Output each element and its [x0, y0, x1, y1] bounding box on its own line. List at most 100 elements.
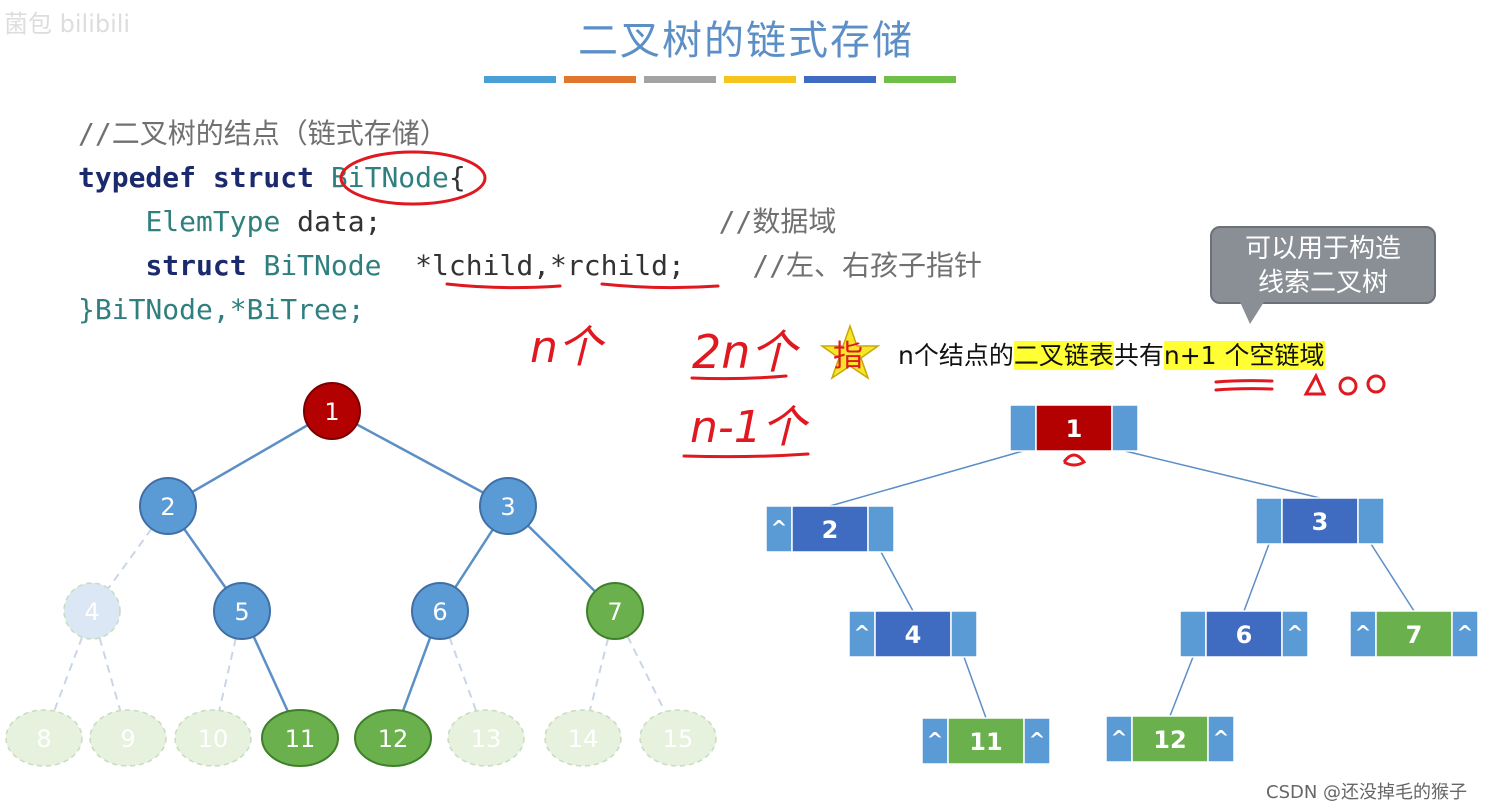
linked-edge: [963, 656, 987, 719]
underline-n1-a: [1214, 379, 1274, 384]
underline-n1-b: [1214, 387, 1274, 392]
data-field: [947, 717, 1025, 765]
stripe: [884, 76, 956, 83]
tree-node-label: 13: [471, 725, 502, 753]
tree-node-9: 9: [89, 709, 167, 767]
null-pointer-symbol: ^: [1213, 726, 1230, 750]
tree-node-label: 9: [120, 725, 135, 753]
tree-node-circle: [479, 477, 537, 535]
color-stripes: [484, 76, 956, 83]
linked-node-label: 4: [905, 621, 922, 649]
code-block: //二叉树的结点（链式存储）typedef struct BiTNode{ El…: [78, 112, 982, 332]
tree-node-3: 3: [479, 477, 537, 535]
tree-node-1: 1: [303, 382, 361, 440]
tree-node-label: 2: [160, 493, 175, 521]
handwritten-2n-ge: 2n个: [692, 325, 800, 379]
handwritten-zhi: 指: [833, 339, 863, 374]
right-pointer-field: [1207, 715, 1235, 763]
linked-node-1: 1: [1009, 404, 1139, 452]
null-pointer-symbol: ^: [1287, 621, 1304, 645]
watermark: CSDN @还没掉毛的猴子: [1266, 782, 1468, 803]
linked-node-11: ^11^: [921, 717, 1051, 765]
linked-node-6: 6^: [1179, 610, 1309, 658]
tree-node-13: 13: [447, 709, 525, 767]
note-highlight-count: n+1: [1163, 341, 1217, 370]
tree-node-7: 7: [586, 582, 644, 640]
right-pointer-field: [1357, 497, 1385, 545]
left-pointer-field: [1255, 497, 1283, 545]
left-pointer-field: [1349, 610, 1377, 658]
linked-edge: [1124, 450, 1321, 499]
tree-node-10: 10: [174, 709, 252, 767]
mark-under-node-1: [1062, 453, 1087, 467]
right-pointer-field: [1023, 717, 1051, 765]
tree-edge: [331, 409, 509, 508]
stripe: [644, 76, 716, 83]
tree-node-14: 14: [544, 709, 622, 767]
right-pointer-field: [1451, 610, 1479, 658]
tree-node-circle: [213, 582, 271, 640]
linked-node-7: ^7^: [1349, 610, 1479, 658]
tree-node-circle: [89, 709, 167, 767]
left-pointer-field: [921, 717, 949, 765]
tree-edge: [167, 409, 333, 508]
linked-node-label: 2: [822, 516, 839, 544]
tree-node-circle: [174, 709, 252, 767]
tree-node-circle: [411, 582, 469, 640]
linked-edge: [1169, 656, 1194, 717]
code-line-data: ElemType data; //数据域: [78, 200, 982, 244]
tree-node-label: 14: [568, 725, 599, 753]
tree-node-label: 12: [378, 725, 409, 753]
star-icon: [819, 323, 881, 380]
callout-line-2: 线索二叉树: [1257, 268, 1388, 298]
handwritten-marks: [1062, 372, 1386, 467]
tree-node-circle: [139, 477, 197, 535]
stripe: [724, 76, 796, 83]
linked-node-label: 7: [1406, 621, 1423, 649]
left-pointer-field: [1009, 404, 1037, 452]
null-pointer-symbol: ^: [1355, 621, 1372, 645]
linked-node-label: 3: [1312, 508, 1329, 536]
tree-node-label: 15: [663, 725, 694, 753]
tree-node-label: 11: [285, 725, 316, 753]
stripe: [484, 76, 556, 83]
tree-node-label: 7: [607, 598, 622, 626]
linked-list-edges: [829, 450, 1415, 719]
linked-node-label: 6: [1236, 621, 1253, 649]
tree-node-label: 1: [324, 398, 339, 426]
linked-edge: [829, 450, 1024, 507]
callout-line-1: 可以用于构造: [1244, 234, 1401, 264]
mark-loop: [1366, 374, 1386, 394]
keyword-struct: struct: [145, 249, 247, 282]
tree-node-label: 4: [84, 598, 99, 626]
note-part-5: 个空链域: [1216, 341, 1325, 370]
null-pointer-symbol: ^: [771, 516, 788, 540]
mark-loop: [1338, 376, 1358, 396]
tree-node-circle: [303, 382, 361, 440]
tree-node-2: 2: [139, 477, 197, 535]
null-pointer-symbol: ^: [927, 728, 944, 752]
tree-node-circle: [63, 582, 121, 640]
code-line-children: struct BiTNode *lchild,*rchild; //左、右孩子指…: [78, 244, 982, 288]
note-part-1: n个结点的: [898, 341, 1014, 370]
handwritten-n-minus-1: n-1个: [690, 402, 810, 453]
field-children: *lchild,*rchild;: [381, 249, 685, 282]
tree-node-label: 3: [500, 493, 515, 521]
type-elemtype: ElemType: [145, 205, 281, 238]
left-pointer-field: [1105, 715, 1133, 763]
callout-tail: [1240, 302, 1264, 324]
stripe: [804, 76, 876, 83]
handwritten-n-ge: n个: [530, 322, 606, 373]
open-brace: {: [448, 161, 466, 194]
left-pointer-field: [1179, 610, 1207, 658]
comment-child-pointers: //左、右孩子指针: [752, 249, 983, 282]
underline-rchild: [600, 282, 720, 290]
tree-node-15: 15: [639, 709, 717, 767]
tree-node-5: 5: [213, 582, 271, 640]
tree-node-11: 11: [261, 709, 339, 767]
code-line-close: }BiTNode,*BiTree;: [78, 293, 365, 326]
underline-lchild: [445, 282, 562, 290]
tree-node-label: 5: [234, 598, 249, 626]
data-field: [1035, 404, 1113, 452]
